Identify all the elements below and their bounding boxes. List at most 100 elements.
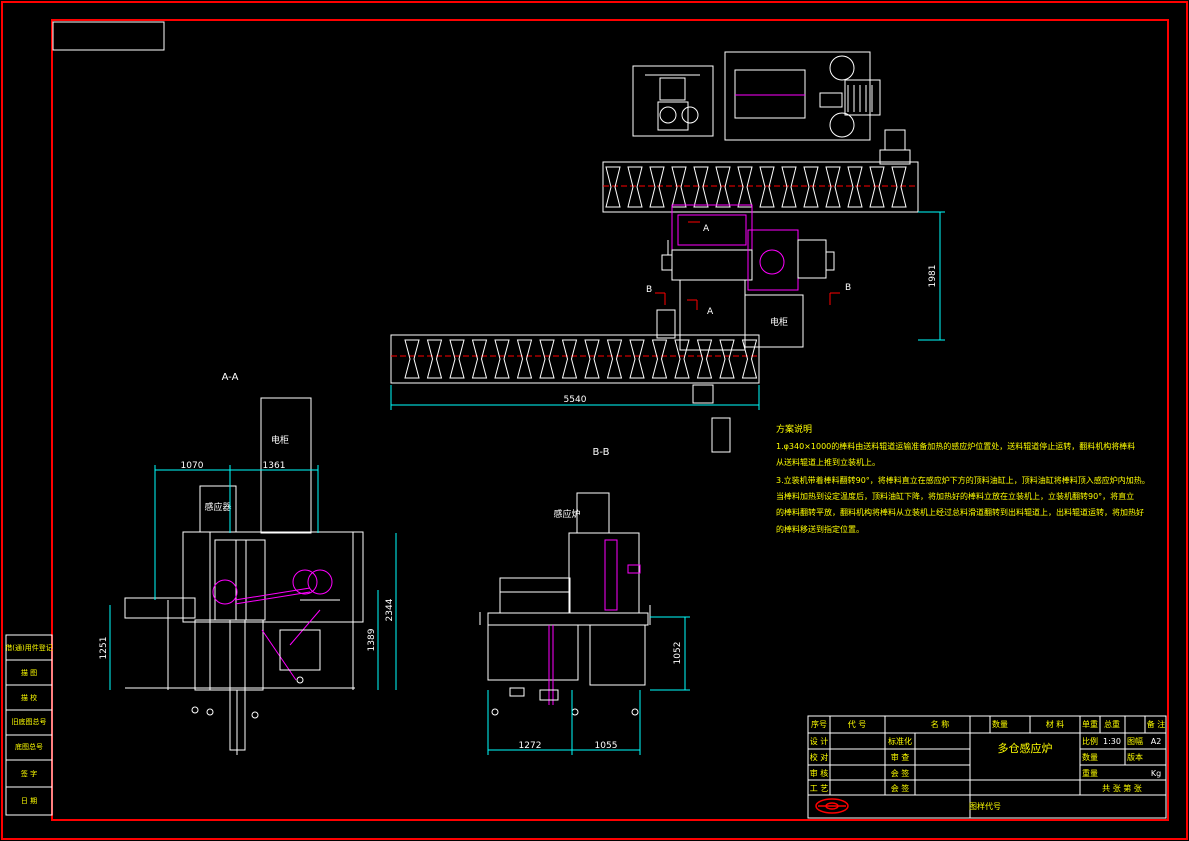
- tb-scale-value: 1:30: [1103, 737, 1121, 746]
- conveyor-roller: [737, 166, 753, 208]
- conveyor-roller: [584, 339, 600, 379]
- view-aa-label: A-A: [222, 372, 239, 383]
- tb-header-4: 材 料: [1046, 719, 1065, 729]
- conveyor-roller: [426, 339, 443, 379]
- tb-sheets: 共 张 第 张: [1102, 783, 1142, 793]
- aa-dimensions: [109, 465, 397, 690]
- conveyor-roller: [627, 166, 643, 208]
- top-motor-detail: [632, 51, 911, 165]
- conveyor-roller: [715, 166, 731, 208]
- dim-bb-width2: 1055: [595, 741, 618, 751]
- conveyor-roller: [693, 166, 709, 208]
- tb-version-label: 版本: [1127, 752, 1143, 762]
- corner-box: [52, 21, 165, 51]
- tb-header-5: 单重: [1082, 719, 1098, 729]
- tb-sheet-label: 图幅: [1127, 736, 1143, 746]
- conveyor-roller: [539, 339, 555, 379]
- section-b-label-left: B: [646, 285, 652, 295]
- conveyor-roller: [671, 166, 687, 208]
- tb-sig-3: 会 签: [891, 783, 910, 793]
- tb-header-1: 代 号: [848, 719, 867, 729]
- tb-header-2: 名 称: [931, 719, 950, 729]
- conveyor-roller: [825, 166, 841, 208]
- tb-role-3: 工 艺: [810, 784, 829, 793]
- tb-drawing-no-label: 图样代号: [969, 801, 1001, 811]
- tb-header-0: 序号: [811, 719, 827, 729]
- conveyor-roller: [516, 339, 533, 379]
- strip-label-1: 描 图: [21, 668, 37, 677]
- notes-line2: 从送料辊道上推到立装机上。: [776, 457, 880, 467]
- notes: 方案说明 1.φ340×1000的棒料由送料辊道运输准备加热的感应炉位置处，送料…: [776, 423, 1150, 534]
- conveyor-roller: [674, 339, 690, 379]
- conveyor-roller: [606, 339, 623, 379]
- tb-role-2: 审 核: [810, 768, 829, 778]
- tb-sig-2: 会 签: [891, 768, 910, 778]
- tb-header-7: 备 注: [1147, 719, 1166, 729]
- notes-line1: 1.φ340×1000的棒料由送料辊道运输准备加热的感应炉位置处，送料辊道停止运…: [776, 441, 1135, 451]
- conveyor-roller: [891, 166, 907, 208]
- lower-conveyor: [390, 309, 760, 453]
- conveyor-roller: [869, 166, 885, 208]
- center-machine: [655, 204, 840, 351]
- dim-aa-width2: 1361: [263, 461, 286, 471]
- dim-aa-height2: 1389: [367, 628, 377, 651]
- notes-title: 方案说明: [776, 423, 812, 435]
- notes-line3: 3.立装机带着棒料翻转90°，将棒料直立在感应炉下方的顶料油缸上，顶料油缸将棒料…: [776, 475, 1150, 485]
- tb-role-1: 校 对: [810, 752, 829, 762]
- tb-drawing-name: 多仓感应炉: [998, 741, 1053, 755]
- tb-scale-label: 比例: [1082, 736, 1098, 746]
- conveyor-roller: [759, 166, 775, 208]
- conveyor-roller: [696, 339, 713, 379]
- notes-line4: 当棒料加热到设定温度后，顶料油缸下降，将加热好的棒料立放在立装机上，立装机翻转9…: [776, 491, 1134, 501]
- tb-header-6: 总重: [1104, 719, 1120, 729]
- conveyor-roller: [449, 339, 465, 379]
- view-bb-label: B-B: [593, 447, 610, 458]
- conveyor-roller: [649, 166, 665, 208]
- left-strip: [5, 634, 53, 816]
- conveyor-roller: [803, 166, 819, 208]
- tb-sig-0: 标准化: [888, 736, 912, 746]
- tb-weight-label: 重量: [1082, 768, 1098, 778]
- section-a-label-bottom: A: [707, 307, 714, 317]
- section-b-label-right: B: [845, 283, 851, 293]
- strip-label-6: 日 期: [21, 797, 37, 805]
- furnace-right-label: 感应炉: [553, 508, 580, 520]
- upper-rollers: [605, 166, 907, 208]
- company-logo-icon: [815, 798, 849, 814]
- tb-qty-label: 数量: [1082, 752, 1098, 762]
- cabinet-top-label: 电柜: [770, 316, 788, 328]
- conveyor-roller: [847, 166, 863, 208]
- bb-dimensions: [487, 616, 690, 755]
- cabinet-left-label: 电柜: [271, 434, 289, 446]
- conveyor-roller: [561, 339, 578, 379]
- strip-label-5: 签 字: [21, 769, 37, 778]
- top-dimensions: [390, 211, 945, 410]
- inner-border: [51, 19, 1169, 821]
- strip-label-4: 底图总号: [15, 742, 43, 751]
- dim-top-length: 5540: [564, 395, 587, 405]
- dim-aa-height3: 2344: [385, 598, 395, 621]
- section-a-label-top: A: [703, 224, 710, 234]
- conveyor-roller: [719, 339, 735, 379]
- notes-line6: 的棒料移送到指定位置。: [776, 524, 864, 534]
- title-block: [807, 715, 1167, 819]
- dim-top-height: 1981: [928, 265, 938, 288]
- notes-line5: 的棒料翻转平放，翻料机构将棒料从立装机上经过总料滑道翻转到出料辊道上，出料辊道运…: [776, 507, 1144, 517]
- conveyor-roller: [781, 166, 797, 208]
- conveyor-roller: [651, 339, 668, 379]
- tb-sig-1: 审 查: [891, 752, 910, 762]
- conveyor-roller: [741, 339, 758, 379]
- tb-role-0: 设 计: [810, 736, 829, 746]
- conveyor-roller: [605, 166, 621, 208]
- strip-label-3: 旧底图总号: [12, 717, 47, 726]
- tb-header-3: 数量: [992, 719, 1008, 729]
- dim-bb-width1: 1272: [519, 741, 542, 751]
- tb-sheet-value: A2: [1151, 737, 1162, 746]
- dim-bb-height: 1052: [673, 642, 683, 665]
- bb-view: [479, 492, 651, 716]
- furnace-left-label: 感应器: [204, 501, 231, 513]
- strip-label-0: 借(通)用件登记: [5, 643, 52, 652]
- lower-rollers: [404, 339, 758, 379]
- strip-label-2: 描 校: [21, 693, 37, 702]
